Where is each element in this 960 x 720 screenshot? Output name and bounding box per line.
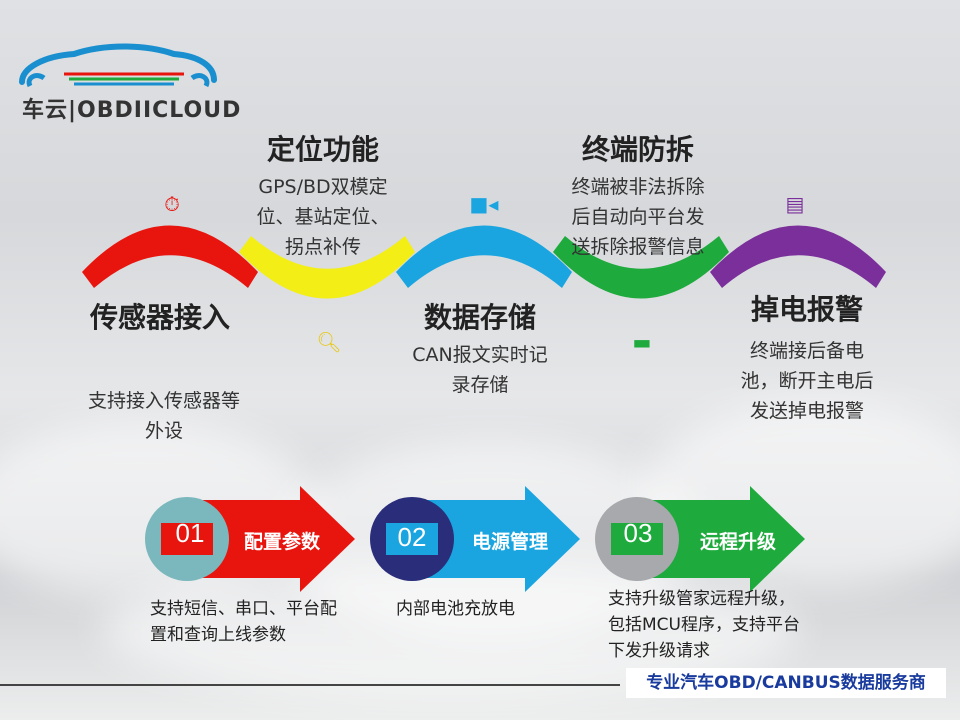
- wave-segment-power-alarm: [710, 225, 886, 288]
- step-number-1: 01: [175, 518, 205, 548]
- footer-divider: [0, 684, 620, 686]
- step-desc-upgrade: 支持升级管家远程升级，包括MCU程序，支持平台下发升级请求: [608, 589, 800, 661]
- wave-segment-storage: [396, 225, 572, 288]
- footer-tagline: 专业汽车OBD/CANBUS数据服务商: [626, 668, 946, 698]
- folder-icon: ▬: [632, 330, 652, 354]
- feature-desc-tamper: 终端被非法拆除后自动向平台发送拆除报警信息: [571, 176, 705, 258]
- feature-title-sensor: 传感器接入: [90, 301, 231, 334]
- step-arrow-2: [410, 486, 580, 592]
- step-number-3: 03: [623, 518, 653, 548]
- feature-desc-storage: CAN报文实时记录存储: [412, 344, 548, 396]
- step-label-configure: 配置参数: [244, 531, 321, 553]
- step-desc-power: 内部电池充放电: [396, 599, 515, 619]
- step-arrow-1: [185, 486, 355, 592]
- brand-logo-text: 车云|OBDIICLOUD: [22, 98, 242, 123]
- step-number-box-2: [386, 523, 438, 555]
- timer-icon: ⏱: [164, 192, 180, 216]
- feature-title-tamper: 终端防拆: [581, 133, 694, 166]
- step-number-box-3: [611, 523, 663, 555]
- book-icon: ▤: [785, 192, 805, 216]
- brand-logo: [14, 38, 224, 120]
- search-icon: 🔍︎: [316, 330, 342, 354]
- step-number-box-1: [161, 523, 213, 555]
- step-label-power: 电源管理: [472, 531, 549, 553]
- feature-title-power-alarm: 掉电报警: [750, 293, 863, 326]
- wave-segment-sensor: [82, 225, 258, 288]
- feature-desc-power-alarm: 终端接后备电池，断开主电后发送掉电报警: [740, 340, 874, 422]
- wave-segment-tamper: [553, 236, 729, 299]
- feature-title-location: 定位功能: [266, 133, 379, 166]
- step-arrow-3: [635, 486, 805, 592]
- feature-title-storage: 数据存储: [423, 301, 536, 334]
- car-cloud-logo-icon: [19, 43, 217, 88]
- step-label-upgrade: 远程升级: [700, 531, 777, 553]
- wave-segment-location: [239, 236, 415, 299]
- step-number-2: 02: [397, 522, 427, 552]
- step-desc-configure: 支持短信、串口、平台配置和查询上线参数: [150, 599, 337, 645]
- feature-desc-location: GPS/BD双模定位、基站定位、拐点补传: [256, 176, 390, 258]
- video-camera-icon: ■◂: [469, 192, 499, 216]
- feature-desc-sensor: 支持接入传感器等外设: [87, 390, 240, 442]
